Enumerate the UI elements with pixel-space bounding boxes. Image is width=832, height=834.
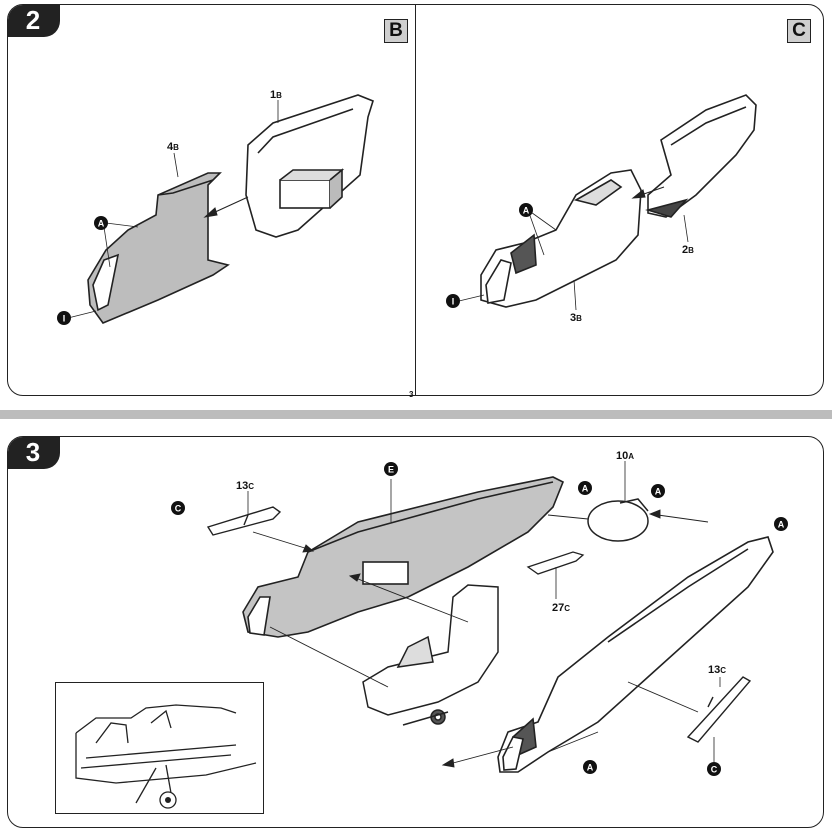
svg-text:A: A	[655, 487, 662, 497]
step-3-drawing: 13C 10A 27C 13C C E A A A A	[171, 450, 788, 776]
svg-text:C: C	[175, 504, 182, 514]
svg-text:C: C	[711, 765, 718, 775]
marker-c-right: C	[707, 762, 721, 776]
assembly-arrow-c	[631, 186, 665, 199]
subpanel-b-drawing: 1B 4B A I	[57, 89, 374, 325]
label-13c-right: 13C	[708, 664, 726, 676]
detail-inset-drawing	[75, 704, 257, 809]
detail-inset	[55, 682, 264, 814]
fuselage-right-half	[497, 536, 774, 773]
fuselage-half-4b	[87, 172, 230, 324]
svg-text:A: A	[582, 484, 589, 494]
part-27c	[526, 551, 585, 575]
svg-text:E: E	[388, 465, 394, 475]
label-2b: 2B	[682, 244, 694, 256]
assembly-arrows-step-3	[252, 509, 709, 768]
label-3b: 3B	[570, 312, 582, 324]
label-4b: 4B	[167, 141, 179, 153]
fuselage-half-1b	[245, 94, 374, 238]
marker-a-b: A	[94, 216, 108, 230]
marker-a-top-right: A	[651, 484, 665, 498]
marker-a-right: A	[774, 517, 788, 531]
part-13c-right	[686, 676, 752, 743]
marker-e: E	[384, 462, 398, 476]
svg-text:A: A	[523, 206, 530, 216]
subpanel-c-letter: C	[787, 19, 811, 43]
marker-c-left: C	[171, 501, 185, 515]
marker-a-bottom: A	[583, 760, 597, 774]
rear-fuselage-2b	[645, 94, 757, 218]
step-3-number: 3	[8, 437, 60, 469]
part-10a	[587, 498, 649, 542]
label-27c: 27C	[552, 602, 570, 614]
subpanel-divider	[415, 5, 416, 395]
front-fuselage-3b	[480, 169, 642, 308]
svg-text:I: I	[452, 297, 455, 307]
label-1b: 1B	[270, 89, 282, 101]
subpanel-b-letter: B	[384, 19, 408, 43]
marker-a-top-left: A	[578, 481, 592, 495]
step-2-number: 2	[8, 5, 60, 37]
assembly-arrow-b	[203, 196, 249, 218]
section-divider-band	[0, 410, 832, 419]
step-2-panel: 2 B C 1B 4B	[7, 4, 824, 396]
part-13c-left	[206, 506, 282, 536]
label-13c-left: 13C	[236, 480, 254, 492]
svg-text:A: A	[98, 219, 105, 229]
marker-i-b: I	[57, 311, 71, 325]
subpanel-c-drawing: 2B 3B A I	[446, 94, 757, 324]
marker-i-c: I	[446, 294, 460, 308]
fuselage-left-half	[242, 476, 565, 638]
label-10a: 10A	[616, 450, 634, 462]
step-3-panel: 3	[7, 436, 824, 828]
svg-text:A: A	[587, 763, 594, 773]
cockpit-tub	[362, 584, 499, 726]
svg-text:A: A	[778, 520, 785, 530]
svg-text:I: I	[63, 314, 66, 324]
page-number: 3	[409, 390, 414, 399]
marker-a-c: A	[519, 203, 533, 217]
